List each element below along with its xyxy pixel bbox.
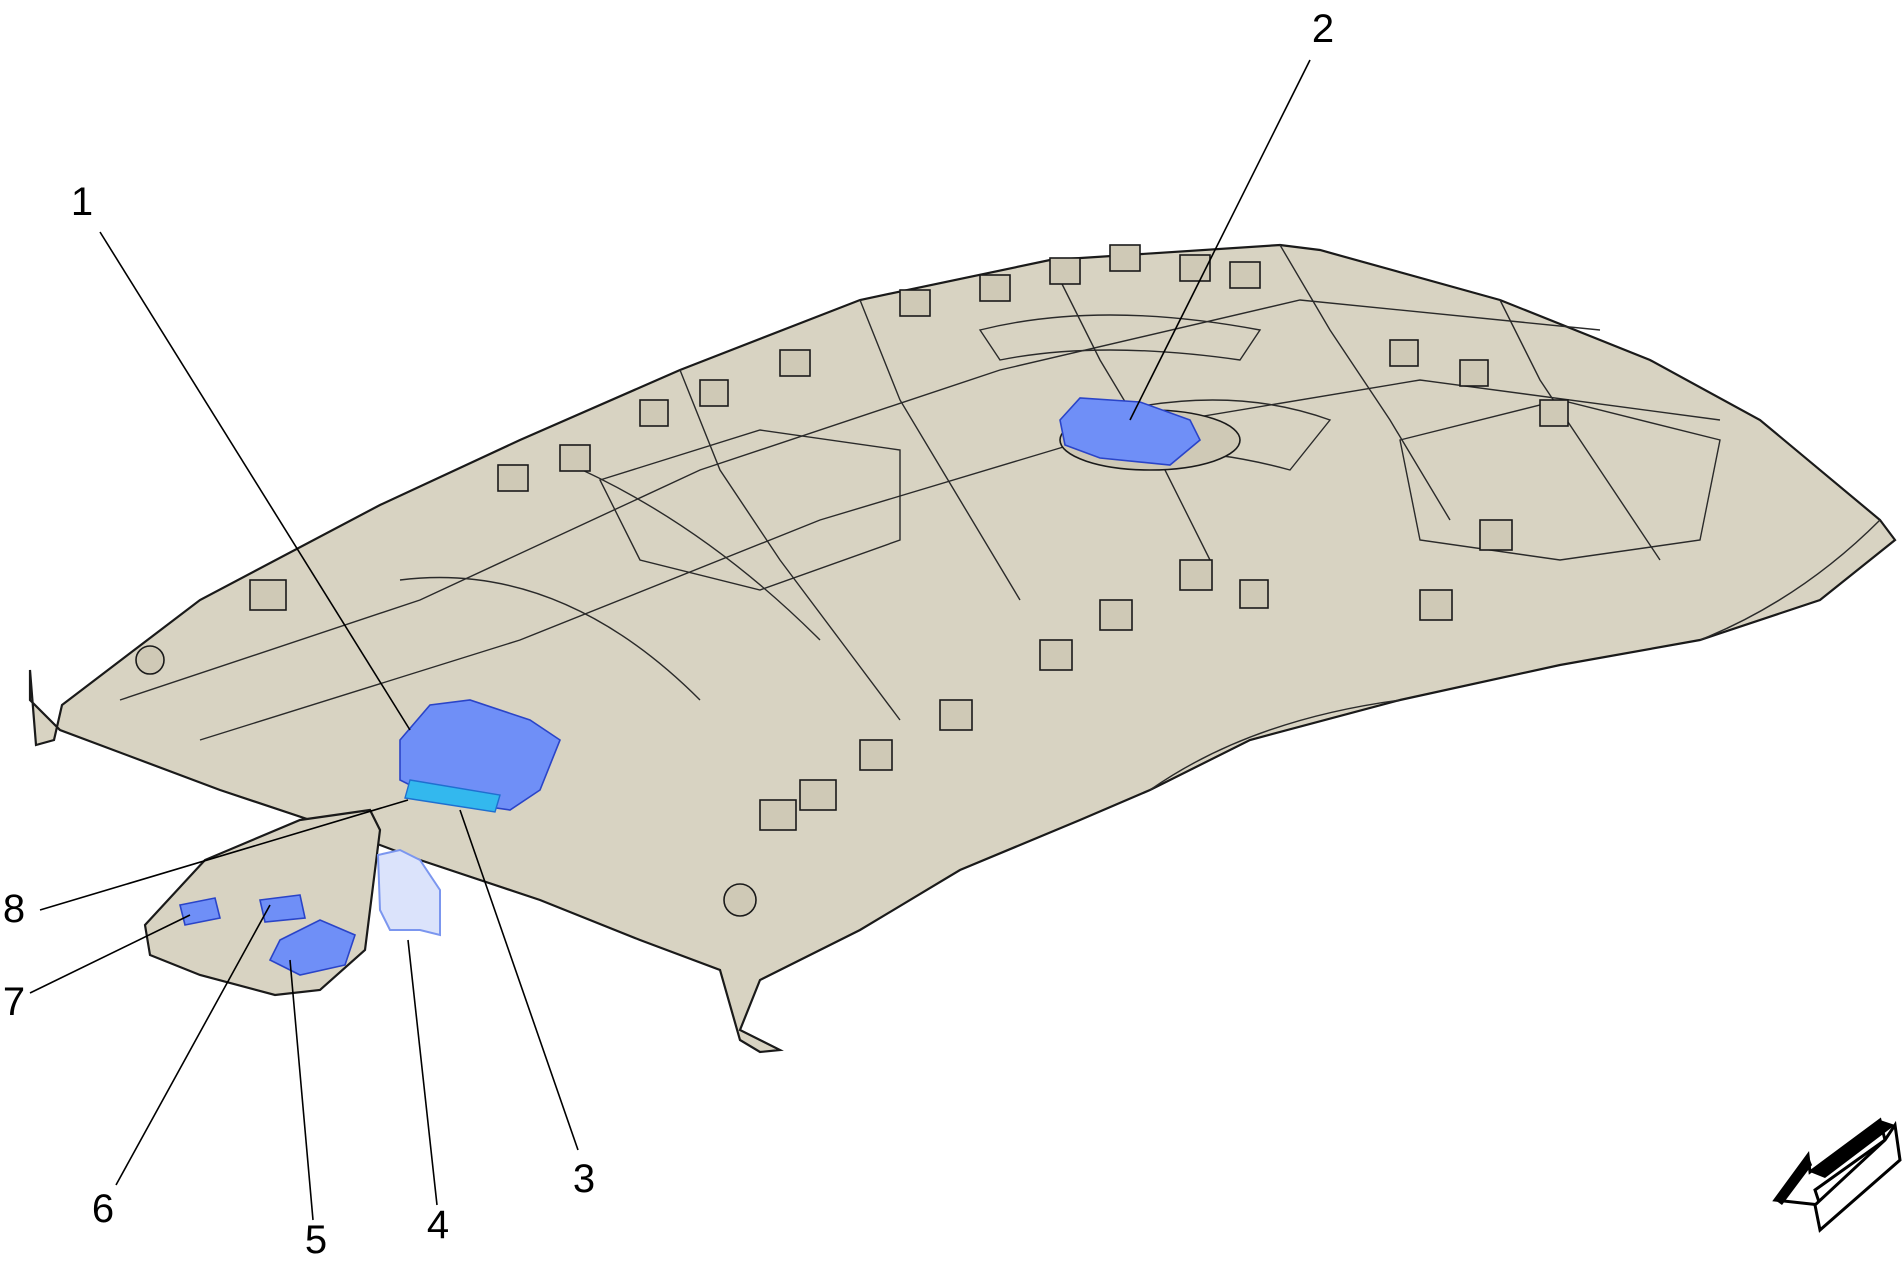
leader-7 (29, 914, 191, 994)
leader-4 (407, 939, 438, 1206)
leader-1 (99, 231, 411, 731)
leader-lines (29, 59, 1311, 1221)
forward-arrow-icon (1772, 1117, 1902, 1233)
callout-1: 1 (71, 180, 93, 224)
leader-8 (39, 799, 409, 911)
leader-3 (459, 809, 579, 1151)
lower-edge-clips (135, 519, 1513, 917)
upper-edge-clips (497, 244, 1569, 492)
callout-4: 4 (427, 1203, 449, 1247)
leader-2 (1129, 59, 1311, 421)
front-console (399, 699, 561, 813)
rear-dome-lamp (1059, 397, 1241, 471)
leader-5 (289, 959, 314, 1221)
callout-5: 5 (305, 1218, 327, 1262)
headliner-panel (28, 243, 1897, 1054)
callout-6: 6 (92, 1187, 114, 1231)
callout-2: 2 (1312, 7, 1334, 51)
callout-numbers: 1 2 3 4 5 6 7 8 (3, 7, 1334, 1262)
callout-3: 3 (573, 1157, 595, 1201)
callout-8: 8 (3, 887, 25, 931)
leader-6 (115, 904, 271, 1186)
sunvisor-assembly (143, 808, 441, 997)
callout-7: 7 (3, 980, 25, 1024)
